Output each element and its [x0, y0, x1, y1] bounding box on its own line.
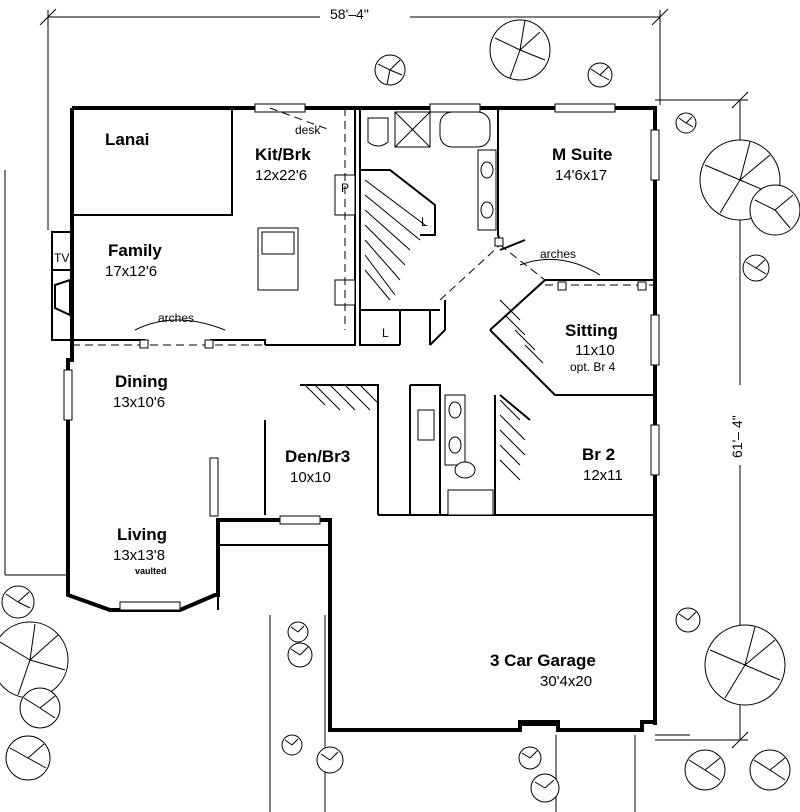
room-name-lanai: Lanai [105, 130, 149, 149]
room-size-br2: 12x11 [583, 467, 623, 484]
tree-icon [5, 735, 51, 781]
tree-icon [704, 624, 786, 706]
tree-icon [749, 749, 791, 791]
room-name-dining: Dining [115, 372, 168, 391]
arches-suite-label: arches [540, 247, 576, 261]
room-size-dining: 13x10'6 [113, 394, 165, 411]
windows [63, 103, 660, 611]
tree-icon [749, 184, 800, 236]
width-label: 58'–4" [330, 6, 369, 22]
desk-label: desk [295, 123, 321, 137]
tree-icon [587, 62, 613, 88]
room-name-garage: 3 Car Garage [490, 651, 596, 670]
tree-icon [374, 54, 406, 86]
tree-icon [287, 642, 313, 668]
tree-icon [684, 749, 726, 791]
room-name-br2: Br 2 [582, 445, 615, 464]
tree-icon [287, 621, 309, 643]
tree-icon [530, 773, 560, 803]
depth-label: 61'– 4" [729, 415, 745, 458]
living-note: vaulted [135, 566, 167, 576]
room-labels: Lanai Kit/Brk 12x22'6 desk P Family 17x1… [54, 123, 623, 690]
room-name-m-suite: M Suite [552, 145, 612, 164]
tree-icon [0, 621, 69, 699]
room-name-sitting: Sitting [565, 321, 618, 340]
room-name-kitchen: Kit/Brk [255, 145, 311, 164]
laundry-label: L [382, 326, 389, 340]
tree-icon [489, 19, 551, 81]
tree-icon [675, 607, 701, 633]
room-size-family: 17x12'6 [105, 263, 157, 280]
room-name-den: Den/Br3 [285, 447, 350, 466]
room-size-sitting: 11x10 [575, 342, 615, 359]
tree-icon [518, 746, 542, 770]
tree-icon [316, 746, 344, 774]
arch-lines [72, 107, 655, 349]
room-name-family: Family [108, 241, 162, 260]
tree-icon [19, 687, 61, 729]
room-size-den: 10x10 [290, 469, 331, 486]
closet-shelving [304, 179, 544, 481]
tree-icon [742, 254, 770, 282]
room-size-kitchen: 12x22'6 [255, 167, 307, 184]
room-size-garage: 30'4x20 [540, 673, 592, 690]
room-size-m-suite: 14'6x17 [555, 167, 607, 184]
tree-icon [281, 734, 303, 756]
landscaping-trees [0, 19, 800, 803]
sitting-note: opt. Br 4 [570, 360, 616, 374]
room-size-living: 13x13'8 [113, 547, 165, 564]
tree-icon [1, 585, 35, 619]
garage-door [340, 724, 560, 731]
arches-family-label: arches [158, 311, 194, 325]
pantry-label: P [341, 181, 349, 195]
site-lines [4, 170, 690, 812]
tv-label: TV [54, 251, 69, 265]
tree-icon [675, 112, 697, 134]
room-name-living: Living [117, 525, 167, 544]
linen-label: L [421, 215, 428, 229]
width-dimension: 58'–4" [39, 3, 669, 230]
